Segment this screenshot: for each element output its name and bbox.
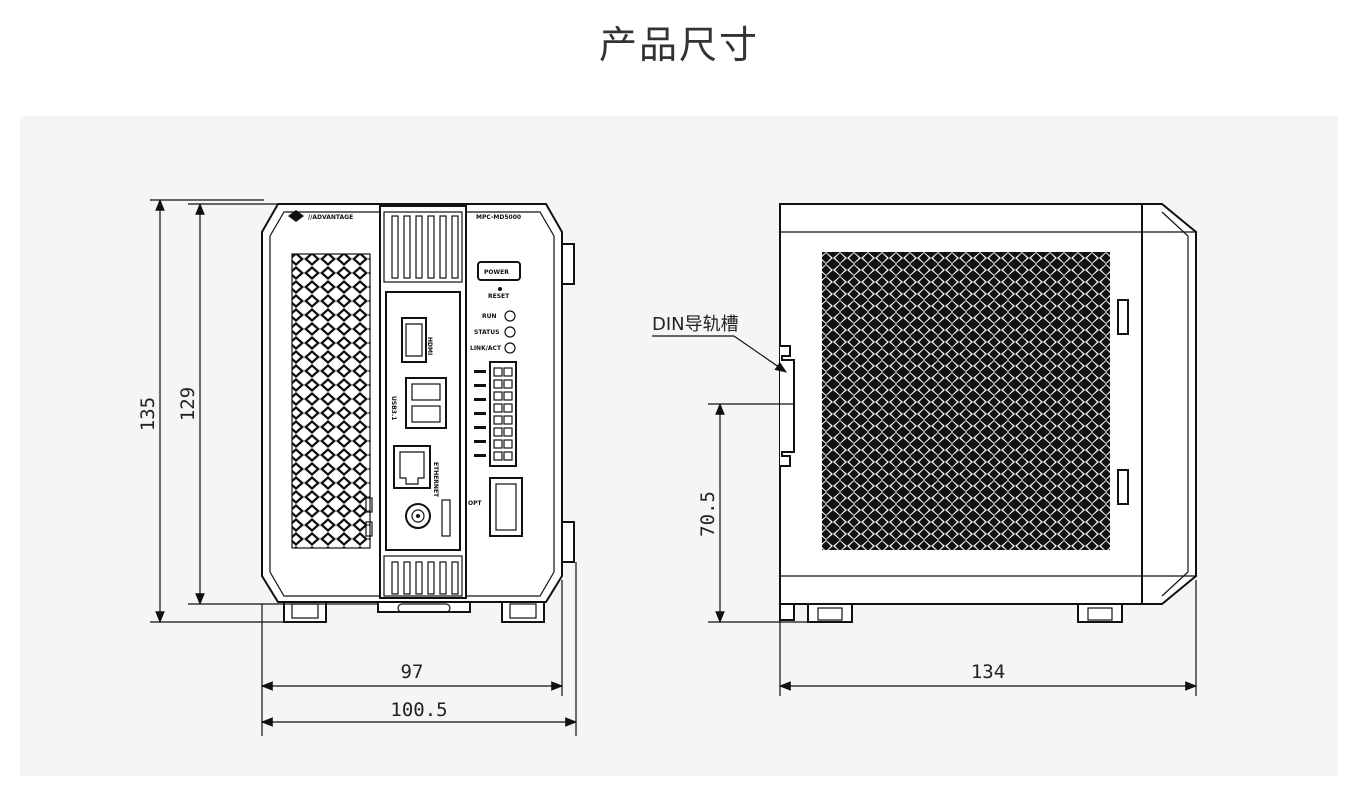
foot-right-inner [509, 603, 537, 619]
din-rail-label: DIN导轨槽 [652, 314, 739, 335]
side-slot-bottom [1117, 469, 1129, 505]
ethernet-port [393, 445, 431, 489]
front-dim-width-inner: 97 [260, 580, 564, 736]
brand-text: //ADVANTAGE [308, 214, 353, 221]
run-label: RUN [482, 313, 497, 320]
run-led [504, 310, 516, 322]
front-vent-grille-frame [291, 253, 371, 549]
dc-power-jack [405, 503, 431, 529]
ethernet-label: ETHERNET [432, 462, 439, 498]
side-foot-2 [1077, 603, 1123, 623]
front-dim-height-inner: 129 [177, 202, 378, 606]
dim-100-5-label: 100.5 [390, 699, 447, 721]
front-view: //ADVANTAGE MPC-MD5000 HDMI [137, 198, 578, 736]
linkact-led [504, 342, 516, 354]
left-indicator-1 [365, 497, 373, 513]
front-vent-grille [292, 254, 370, 548]
din-rail-groove [780, 345, 795, 467]
dim-129-label: 129 [177, 387, 199, 421]
side-slot-top [1117, 299, 1129, 335]
foot-right [501, 599, 545, 623]
side-view: DIN导轨槽 70.5 134 [652, 203, 1198, 696]
bottom-fins [383, 555, 463, 597]
power-jack-label-block [441, 499, 451, 537]
usb-label: USB3.1 [390, 396, 397, 420]
reset-pinhole [498, 287, 502, 291]
right-side-port-bottom [561, 521, 575, 563]
front-dim-width-outer: 100.5 [260, 562, 578, 736]
side-dim-depth: 134 [778, 580, 1198, 696]
io-panel [385, 291, 461, 551]
din-leader-arrow [733, 335, 787, 373]
terminal-pins [493, 367, 513, 461]
hdmi-label: HDMI [426, 337, 433, 355]
reset-label: RESET [488, 293, 510, 300]
foot-left [283, 599, 327, 623]
opt-label: OPT [468, 500, 482, 507]
side-foot-1 [807, 603, 853, 623]
opt-connector [489, 477, 523, 537]
power-button [477, 261, 521, 281]
dim-134-label: 134 [971, 661, 1005, 683]
page-title: 产品尺寸 [598, 23, 759, 67]
usb-ports [405, 377, 447, 429]
status-label: STATUS [474, 329, 499, 336]
dim-135-label: 135 [137, 397, 159, 431]
linkact-label: LINK/ACT [470, 345, 502, 352]
brand-logo-icon [288, 210, 304, 222]
front-dim-height-outer: 135 [137, 198, 284, 624]
side-dim-rail-height: 70.5 [697, 402, 808, 624]
power-label: POWER [484, 269, 509, 276]
model-text: MPC-MD5000 [476, 214, 521, 221]
front-body-inner [269, 211, 555, 597]
dim-97-label: 97 [401, 661, 424, 683]
right-side-port-top [561, 243, 575, 285]
dim-70-5-label: 70.5 [697, 491, 719, 537]
status-led [504, 326, 516, 338]
terminal-labels [474, 370, 486, 457]
bottom-handle-slot [397, 603, 451, 613]
left-indicator-2 [365, 521, 373, 537]
top-fins [383, 211, 463, 283]
side-foot-0 [779, 603, 795, 621]
side-vent-grille [822, 252, 1110, 550]
hdmi-port [401, 317, 427, 363]
terminal-block [489, 361, 517, 467]
